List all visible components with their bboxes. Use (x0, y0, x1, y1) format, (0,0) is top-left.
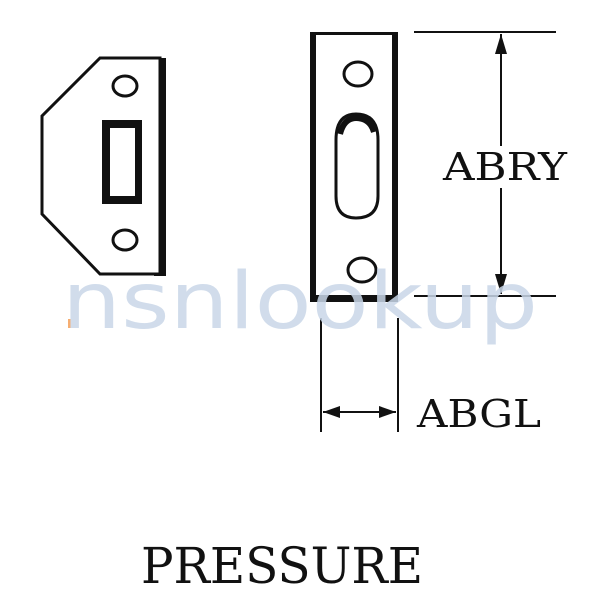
height-arrow-top (495, 34, 507, 54)
side-view-plate (40, 56, 166, 276)
front-view-plate (310, 32, 398, 302)
upper-screw-hole (111, 74, 139, 98)
height-dimension-label: ABRY (442, 145, 568, 189)
plate-outline (40, 56, 162, 276)
front-upper-screw-hole (342, 60, 374, 88)
latch-opening (334, 112, 380, 220)
lower-screw-hole (111, 228, 139, 252)
height-dimension (414, 31, 568, 297)
width-arrow-left (323, 406, 340, 418)
watermark-accent-dot (68, 319, 77, 328)
caption: PRESSURE (141, 537, 423, 595)
width-arrow-right (379, 406, 396, 418)
watermark-text: nsnlookup (62, 257, 538, 347)
width-dimension-label: ABGL (416, 392, 541, 436)
height-arrow-bottom (495, 274, 507, 294)
height-label-bg (440, 146, 568, 188)
latch-opening-shadow (337, 114, 377, 135)
front-lower-screw-hole (346, 256, 378, 284)
latch-slot-inner (110, 128, 135, 196)
watermark: nsnlookup (62, 257, 538, 347)
width-dimension (320, 318, 399, 432)
